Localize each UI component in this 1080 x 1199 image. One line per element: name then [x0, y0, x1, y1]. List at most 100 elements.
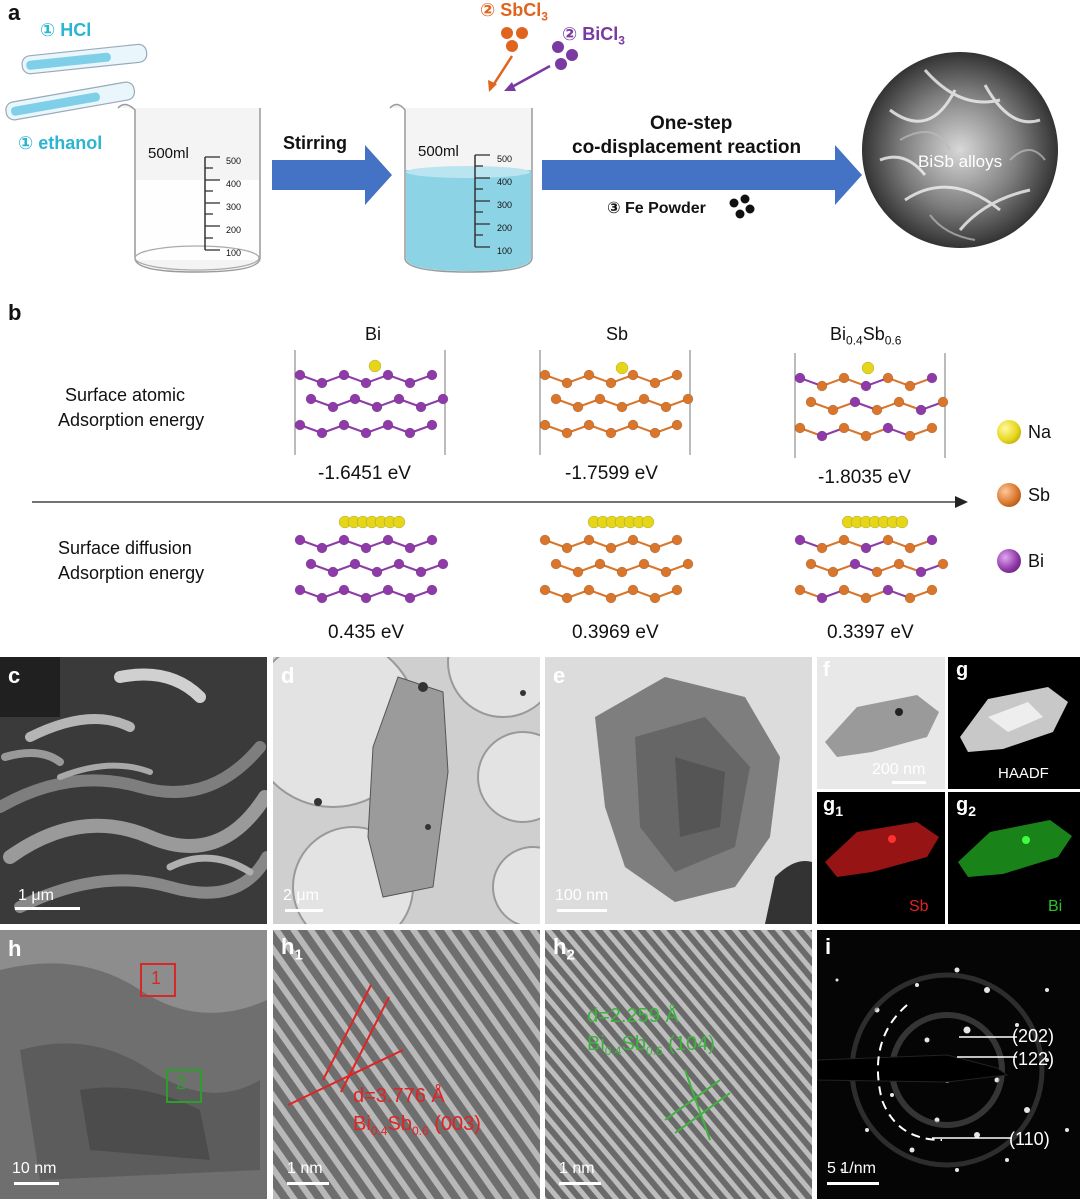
bi-atom	[393, 393, 405, 405]
panel-h1-scale-text: 1 nm	[287, 1160, 323, 1177]
bi-atom	[882, 422, 894, 434]
energy-row1-sb: -1.7599 eV	[565, 463, 658, 484]
tick-label: 200	[497, 223, 513, 233]
sb-atom	[838, 422, 850, 434]
bi-atom	[849, 396, 861, 408]
tick-label: 500	[497, 154, 513, 164]
g1-label-text: g	[823, 794, 836, 816]
na-atom	[368, 359, 382, 373]
sb-atom	[550, 393, 562, 405]
panel-a: a	[0, 0, 1080, 300]
sb-atom	[649, 542, 661, 554]
sb-atom	[794, 584, 806, 596]
sb-atom	[605, 542, 617, 554]
sb-atom	[649, 377, 661, 389]
panel-g-text: HAADF	[998, 765, 1049, 782]
bi-atom	[794, 534, 806, 546]
bisb-sem-circle	[862, 52, 1058, 248]
test-tube-ethanol	[5, 81, 136, 121]
saed-pattern	[817, 930, 1080, 1199]
h2-phase-bi: Bi	[587, 1033, 605, 1055]
bi-atom	[316, 592, 328, 604]
bi-atom	[360, 427, 372, 439]
sb-atom	[904, 380, 916, 392]
bi-atom	[338, 369, 350, 381]
sb-atom	[627, 419, 639, 431]
panel-h1-scale-bar	[287, 1182, 329, 1185]
h2-d-spacing: d=2.259 Å	[587, 1005, 679, 1027]
sb-atom	[671, 584, 683, 596]
sb-atom	[572, 566, 584, 578]
ring-label-110: (110)	[1009, 1129, 1050, 1149]
hcl-label: ① HCl	[40, 20, 92, 40]
panel-g1-sb-map: g1 Sb	[817, 792, 945, 924]
na-atom	[615, 361, 629, 375]
sb-atom	[904, 542, 916, 554]
panel-h-label: h	[8, 936, 22, 961]
h-region-label-2: 2	[176, 1073, 187, 1093]
panel-i-saed: i (202) (122) (110) 5 1/nm	[817, 930, 1080, 1199]
bi-atom	[926, 372, 938, 384]
bi-atom	[349, 393, 361, 405]
sb-atom	[794, 422, 806, 434]
beaker2-ticks: 500 400 300 200 100	[497, 148, 512, 263]
sbcl3-text: ② SbCl	[480, 0, 542, 20]
sb-atom	[561, 427, 573, 439]
panel-i-label: i	[825, 934, 832, 959]
h1-plane: (003)	[434, 1113, 481, 1135]
sb-atom	[649, 592, 661, 604]
panel-h2-scale-bar	[559, 1182, 601, 1185]
h1-d-spacing: d=3.776 Å	[353, 1085, 445, 1107]
panel-i-scale-bar	[827, 1182, 879, 1185]
panel-g2-bi-map: g2 Bi	[948, 792, 1080, 924]
bi-atom	[404, 427, 416, 439]
panel-d-scale-bar	[285, 909, 323, 912]
panel-d-scale-text: 2 μm	[283, 887, 319, 904]
sb-atom	[937, 558, 949, 570]
g2-label-sub: 2	[968, 803, 977, 819]
na-atom	[861, 361, 875, 375]
sbcl3-sub: 3	[541, 9, 548, 24]
bi-atom	[426, 419, 438, 431]
h1-phase-sb-sub: 0.6	[411, 1124, 429, 1138]
panel-e-scale-bar	[557, 909, 607, 912]
sb-atom	[882, 372, 894, 384]
stirring-arrow	[272, 145, 392, 205]
bi-atom	[316, 377, 328, 389]
sb-atom	[561, 592, 573, 604]
panel-h-scale-bar	[14, 1182, 59, 1185]
h1-phase: Bi0.4Sb0.6 (003)	[353, 1113, 481, 1138]
energy-row1-bi: -1.6451 eV	[318, 463, 411, 484]
lattice-fringes-h2	[545, 930, 812, 1199]
sb-atom	[860, 430, 872, 442]
panel-h-scale-text: 10 nm	[12, 1160, 57, 1177]
panel-c-scale-bar	[15, 907, 80, 910]
panel-f-tem: f 200 nm	[817, 657, 945, 789]
bi-atom	[338, 419, 350, 431]
sb-atom	[682, 558, 694, 570]
bi-atom	[371, 401, 383, 413]
h-region-box-2	[166, 1069, 202, 1103]
sb-atom	[616, 566, 628, 578]
bi-atom	[305, 393, 317, 405]
sb-atom	[561, 542, 573, 554]
sb-atom	[539, 584, 551, 596]
panel-h2-label: h2	[553, 934, 575, 963]
beaker1-ticks: 500 400 300 200 100	[226, 150, 241, 265]
sb-atom	[594, 558, 606, 570]
sb-atom	[550, 558, 562, 570]
h1-label-text: h	[281, 934, 295, 959]
bi-atom	[382, 419, 394, 431]
bi-atom	[349, 558, 361, 570]
panel-g-haadf: g HAADF	[948, 657, 1080, 789]
test-tube-hcl	[21, 43, 148, 75]
sb-atom	[671, 534, 683, 546]
bi-atom	[371, 566, 383, 578]
row2-label-1: Surface diffusion	[58, 538, 192, 558]
h2-phase-sb: Sb	[621, 1033, 646, 1055]
bi-atom	[360, 542, 372, 554]
bi-atom	[393, 558, 405, 570]
panel-h1-lattice: h1 d=3.776 Å Bi0.4Sb0.6 (003) 1 nm	[273, 930, 540, 1199]
bi-atom	[338, 534, 350, 546]
na-atom	[895, 515, 909, 529]
